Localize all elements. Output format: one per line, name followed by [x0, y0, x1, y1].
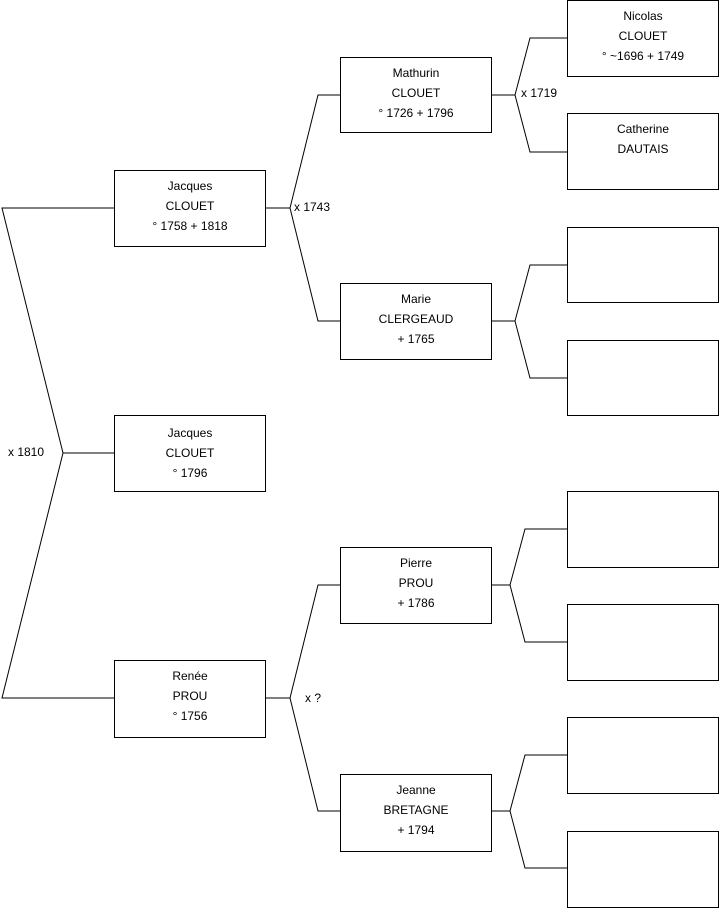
last-name: CLOUET [165, 446, 215, 460]
dates: + 1794 [397, 823, 435, 837]
person-box-empty [567, 831, 719, 908]
first-name: Jacques [167, 426, 213, 440]
first-name: Marie [400, 292, 431, 306]
first-name: Jacques [167, 179, 213, 193]
last-name: DAUTAIS [617, 142, 669, 156]
last-name: CLERGEAUD [378, 312, 454, 326]
person-box-maternal-grandfather: Pierre PROU + 1786 [340, 547, 492, 624]
dates: ° 1726 + 1796 [378, 106, 454, 120]
first-name: Jeanne [396, 783, 436, 797]
first-name: Catherine [616, 122, 670, 136]
person-box-empty [567, 491, 719, 568]
person-box-great-grandmother-1: Catherine DAUTAIS [567, 113, 719, 190]
person-box-great-grandfather-1: Nicolas CLOUET ° ~1696 + 1749 [567, 0, 719, 77]
person-box-root: Jacques CLOUET ° 1796 [114, 415, 266, 492]
first-name: Mathurin [392, 66, 440, 80]
first-name: Nicolas [623, 9, 663, 23]
marriage-label-maternal: x ? [305, 691, 322, 705]
person-box-paternal-grandfather: Mathurin CLOUET ° 1726 + 1796 [340, 57, 492, 133]
last-name: PROU [398, 576, 434, 590]
person-box-paternal-grandmother: Marie CLERGEAUD + 1765 [340, 283, 492, 360]
first-name: Renée [172, 669, 208, 683]
last-name: PROU [172, 689, 208, 703]
person-box-mother: Renée PROU ° 1756 [114, 660, 266, 738]
marriage-label-parents: x 1743 [294, 200, 331, 214]
person-box-empty [567, 227, 719, 303]
person-box-empty [567, 340, 719, 416]
dates: + 1765 [397, 332, 435, 346]
dates: ° 1756 [172, 709, 208, 723]
last-name: BRETAGNE [383, 803, 449, 817]
dates: + 1786 [397, 596, 435, 610]
dates: ° ~1696 + 1749 [601, 49, 685, 63]
dates: ° 1758 + 1818 [152, 219, 228, 233]
last-name: CLOUET [618, 29, 668, 43]
first-name: Pierre [399, 556, 432, 570]
person-box-empty [567, 604, 719, 681]
last-name: CLOUET [391, 86, 441, 100]
dates: ° 1796 [172, 466, 208, 480]
person-box-empty [567, 717, 719, 794]
marriage-label-paternal-grandparents: x 1719 [521, 86, 558, 100]
last-name: CLOUET [165, 199, 215, 213]
person-box-maternal-grandmother: Jeanne BRETAGNE + 1794 [340, 774, 492, 852]
marriage-label-root: x 1810 [8, 445, 45, 459]
person-box-father: Jacques CLOUET ° 1758 + 1818 [114, 170, 266, 247]
